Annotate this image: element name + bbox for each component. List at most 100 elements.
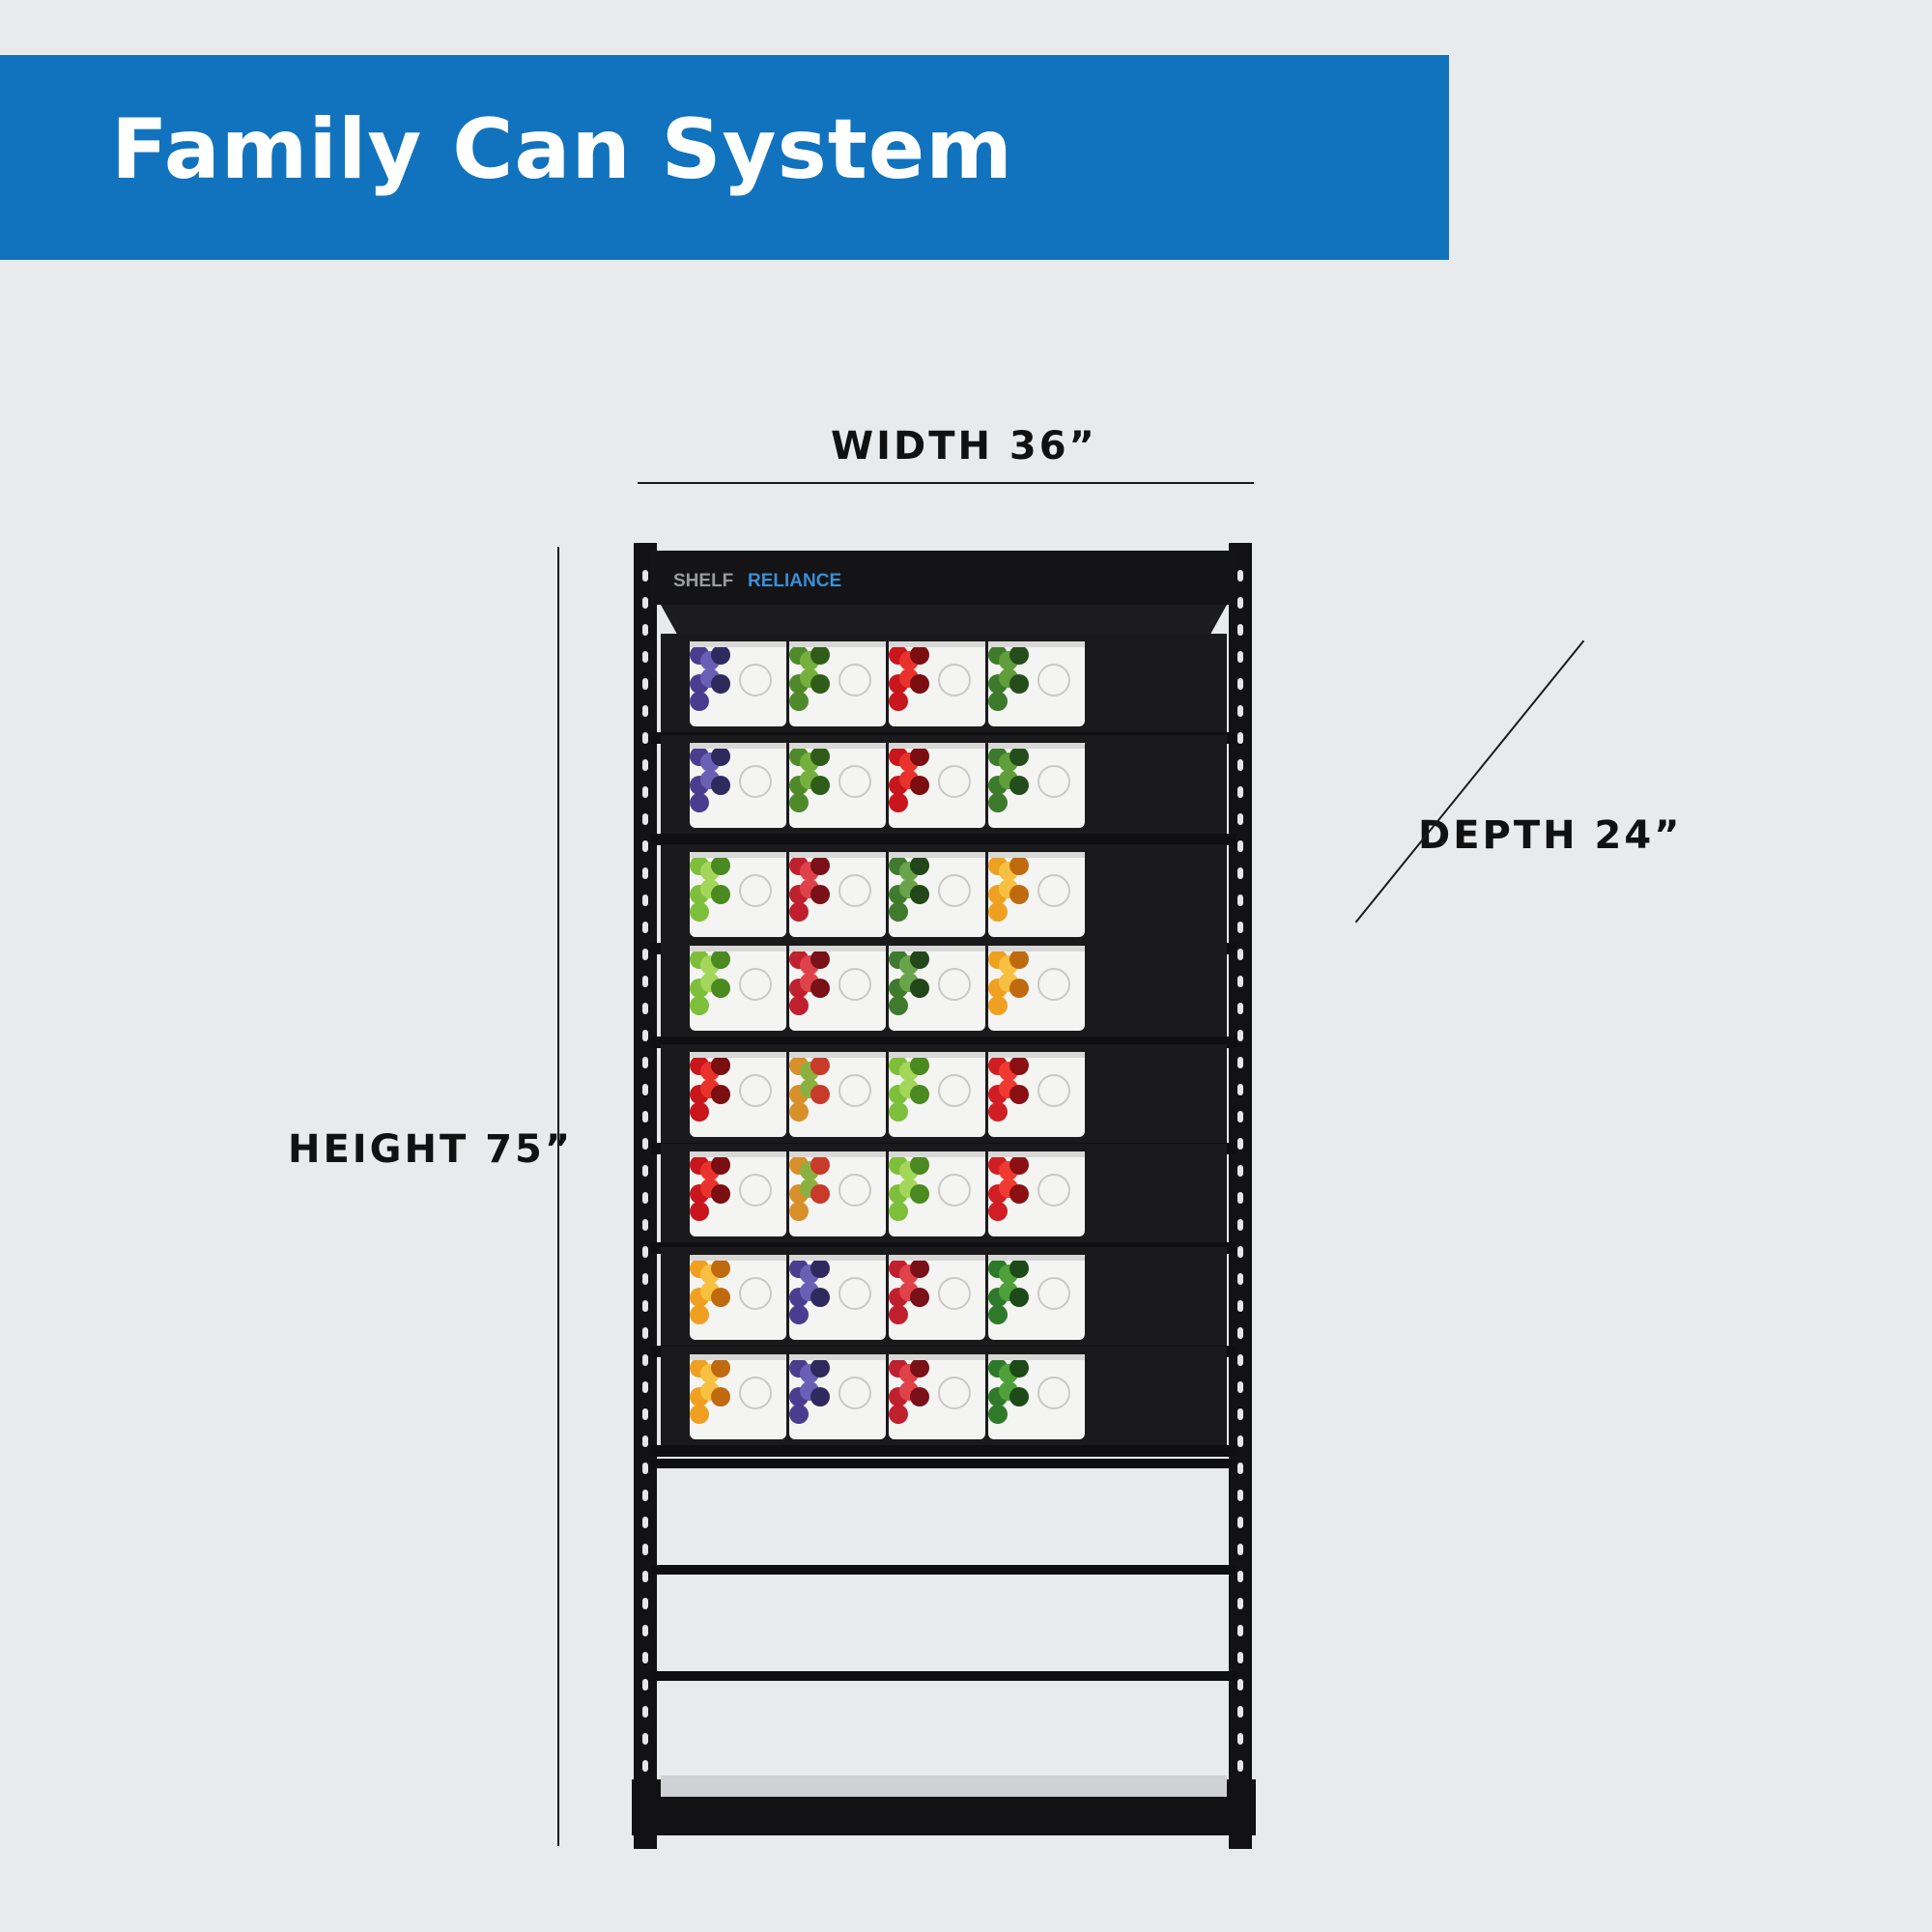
upright-hole <box>642 1760 648 1772</box>
upright-hole <box>1237 1544 1243 1555</box>
upright-hole <box>642 1408 648 1420</box>
upright-hole <box>642 1111 648 1122</box>
top-header-bar: SHELF RELIANCE <box>651 551 1236 639</box>
base-plate <box>661 1776 1227 1797</box>
upright-hole <box>1237 1463 1243 1474</box>
food-can <box>789 743 886 828</box>
upright-hole <box>642 1733 648 1745</box>
food-can <box>789 946 886 1031</box>
food-can <box>889 1151 985 1236</box>
upright-hole <box>1237 1111 1243 1122</box>
upright-hole <box>642 1219 648 1231</box>
food-can <box>690 1151 786 1236</box>
shelf-row <box>651 938 1236 1048</box>
shelf-row <box>651 1044 1236 1154</box>
upright-hole <box>1237 597 1243 609</box>
food-can <box>789 1151 886 1236</box>
upright-hole <box>642 1625 648 1636</box>
upright-hole <box>1237 976 1243 987</box>
upright-hole <box>1237 1381 1243 1393</box>
food-can <box>789 1354 886 1439</box>
upright-hole <box>1237 1760 1243 1772</box>
shelf-bar <box>651 1459 1236 1468</box>
upright-hole <box>1237 1273 1243 1285</box>
food-can <box>889 1052 985 1137</box>
upright-hole <box>642 1571 648 1582</box>
food-can <box>690 946 786 1031</box>
upright-hole <box>1237 1030 1243 1041</box>
upright-hole <box>1237 651 1243 663</box>
upright-hole <box>642 1706 648 1718</box>
food-can <box>690 1255 786 1340</box>
upright-hole <box>1237 1138 1243 1150</box>
upright-hole <box>1237 1219 1243 1231</box>
upright-hole <box>642 1300 648 1312</box>
upright-hole <box>1237 1408 1243 1420</box>
upright-hole <box>1237 1733 1243 1745</box>
upright-hole <box>642 1138 648 1150</box>
food-can <box>988 641 1085 726</box>
shelf-row <box>651 735 1236 845</box>
food-can <box>988 1354 1085 1439</box>
food-can <box>988 1151 1085 1236</box>
upright-hole <box>1237 624 1243 636</box>
food-can <box>889 1354 985 1439</box>
upright-hole <box>1237 1652 1243 1663</box>
upright-hole <box>642 1679 648 1690</box>
upright-hole <box>1237 1490 1243 1501</box>
upright-hole <box>642 597 648 609</box>
upright-hole <box>642 678 648 690</box>
shelf-bar <box>651 1445 1236 1457</box>
width-dimension-line <box>638 482 1254 484</box>
upright-hole <box>1237 1517 1243 1528</box>
page-title: Family Can System <box>111 101 1013 198</box>
shelf-row <box>651 1347 1236 1457</box>
food-can <box>889 641 985 726</box>
upright-hole <box>642 1463 648 1474</box>
upright-hole <box>642 867 648 879</box>
shelf-row <box>651 1144 1236 1254</box>
upright-hole <box>1237 1435 1243 1447</box>
upright-hole <box>642 1165 648 1177</box>
upright-hole <box>642 1057 648 1068</box>
upright-hole <box>642 1273 648 1285</box>
upright-hole <box>642 976 648 987</box>
upright-hole <box>642 570 648 582</box>
shelf-bar <box>651 834 1236 845</box>
upright-hole <box>642 705 648 717</box>
upright-hole <box>1237 1246 1243 1258</box>
food-can <box>988 1255 1085 1340</box>
upright-hole <box>1237 840 1243 852</box>
height-label: HEIGHT 75” <box>288 1127 574 1172</box>
shelf-row <box>651 844 1236 954</box>
upright-hole <box>1237 570 1243 582</box>
upright-hole <box>642 732 648 744</box>
rack-frame <box>632 543 1256 1849</box>
upright-hole <box>1237 895 1243 906</box>
upright-hole <box>1237 1706 1243 1718</box>
food-can <box>988 1052 1085 1137</box>
shelf-row <box>651 1247 1236 1357</box>
upright-hole <box>1237 813 1243 825</box>
food-can <box>789 1052 886 1137</box>
upright-hole <box>642 1490 648 1501</box>
shelf-row <box>651 634 1236 744</box>
shelf-bar <box>651 1671 1236 1681</box>
upright-hole <box>1237 678 1243 690</box>
upright-hole <box>642 1084 648 1095</box>
upright-hole <box>1237 1192 1243 1204</box>
food-can <box>690 743 786 828</box>
brand-shelf: SHELF <box>673 571 733 591</box>
upright-hole <box>1237 705 1243 717</box>
food-can <box>789 852 886 937</box>
upright-hole <box>642 1652 648 1663</box>
upright-hole <box>642 1517 648 1528</box>
upright-hole <box>642 1030 648 1041</box>
shelf-bar <box>651 1565 1236 1575</box>
upright-hole <box>1237 867 1243 879</box>
food-can <box>988 743 1085 828</box>
upright-hole <box>642 1598 648 1609</box>
upright-hole <box>642 1327 648 1339</box>
food-can <box>789 1255 886 1340</box>
title-banner <box>0 55 1449 260</box>
